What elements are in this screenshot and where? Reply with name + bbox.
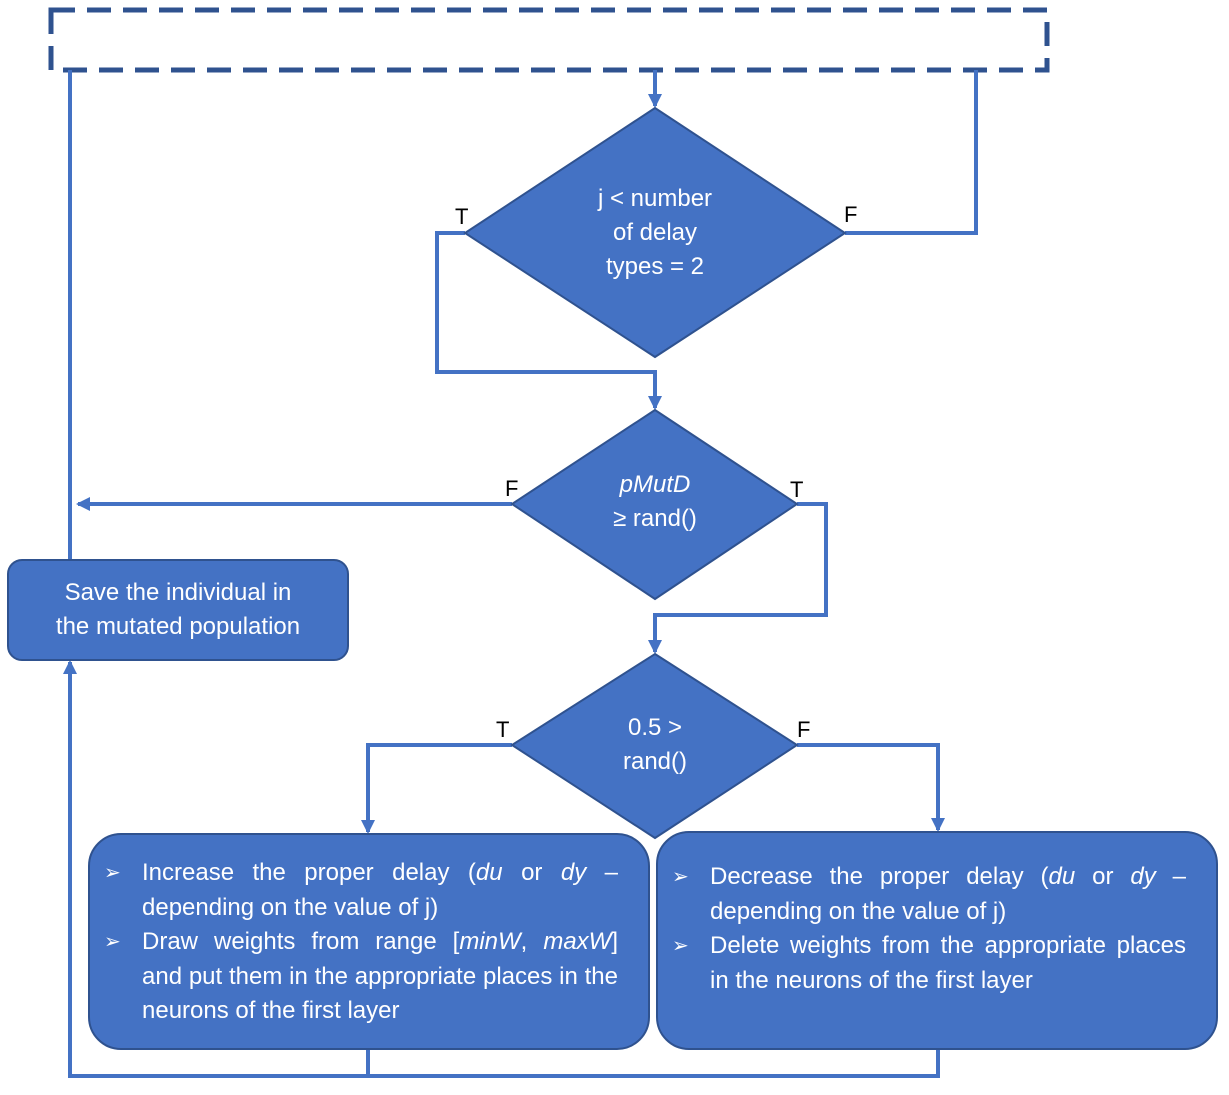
loop-false-label: F — [844, 202, 858, 227]
increase-item2-sep: , — [520, 928, 544, 955]
connector-direction-true — [361, 743, 512, 834]
increase-item1-or: or — [502, 859, 561, 886]
decision-loop-line1: j < number — [597, 185, 713, 212]
decision-loop-line2: of delay — [612, 219, 698, 246]
save-individual-line1: Save the individual in — [64, 579, 292, 606]
increase-delay-list: Increase the proper delay (du or dy – de… — [92, 856, 618, 1029]
direction-true-label: T — [496, 717, 510, 742]
save-individual-text: Save the individual in the mutated popul… — [8, 576, 348, 644]
connector-decrease-return — [63, 660, 940, 1078]
increase-item1-dy: dy — [560, 859, 587, 886]
increase-item1-text: Increase the proper delay ( — [142, 859, 476, 886]
decision-direction-label: 0.5 > rand() — [555, 711, 755, 779]
increase-delay-item: Increase the proper delay (du or dy – de… — [92, 856, 618, 925]
connector-direction-false — [797, 743, 945, 832]
decrease-item2-text: Delete weights from the appropriate plac… — [710, 932, 1186, 994]
increase-item2-text: Draw weights from range [ — [142, 928, 460, 955]
increase-item2-maxw: maxW — [543, 928, 612, 955]
decrease-item1-dy: dy — [1130, 863, 1156, 890]
decision-mutation-label: pMutD ≥ rand() — [555, 468, 755, 536]
mutation-true-label: T — [790, 477, 804, 502]
direction-false-label: F — [797, 717, 811, 742]
decision-loop-diamond — [463, 106, 847, 359]
loop-start-placeholder — [48, 7, 1050, 73]
increase-item1-post: – depending on the value of j) — [142, 859, 619, 921]
decrease-item1-text: Decrease the proper delay ( — [710, 863, 1049, 890]
decision-mutation-line1: pMutD — [619, 471, 691, 498]
save-individual-line2: the mutated population — [55, 613, 301, 640]
decision-mutation-diamond — [510, 408, 799, 601]
decision-mutation-line2: ≥ rand() — [613, 505, 697, 532]
connector-loop-true — [435, 231, 662, 410]
mutation-false-label: F — [505, 476, 519, 501]
draw-weights-item: Draw weights from range [minW, maxW] and… — [92, 925, 618, 1029]
increase-item2-minw: minW — [459, 928, 521, 955]
decision-loop-line3: types = 2 — [605, 253, 705, 280]
save-individual-box — [7, 559, 349, 661]
delete-weights-item: Delete weights from the appropriate plac… — [660, 929, 1186, 998]
loop-true-label: T — [455, 204, 469, 229]
increase-item1-du: du — [475, 859, 503, 886]
decrease-delay-list: Decrease the proper delay (du or dy – de… — [660, 860, 1186, 998]
decision-loop-label: j < number of delay types = 2 — [555, 182, 755, 284]
decrease-delay-item: Decrease the proper delay (du or dy – de… — [660, 860, 1186, 929]
decision-direction-line2: rand() — [622, 748, 688, 775]
increase-item2-post: ] and put them in the appropriate places… — [142, 928, 618, 1024]
connector-loop-false — [845, 70, 978, 235]
decision-direction-diamond — [510, 652, 799, 840]
connector-mutation-true — [648, 502, 828, 654]
decision-direction-line1: 0.5 > — [627, 714, 683, 741]
decrease-item1-post: – depending on the value of j) — [710, 863, 1186, 925]
decrease-item1-or: or — [1075, 863, 1131, 890]
decrease-item1-du: du — [1048, 863, 1076, 890]
